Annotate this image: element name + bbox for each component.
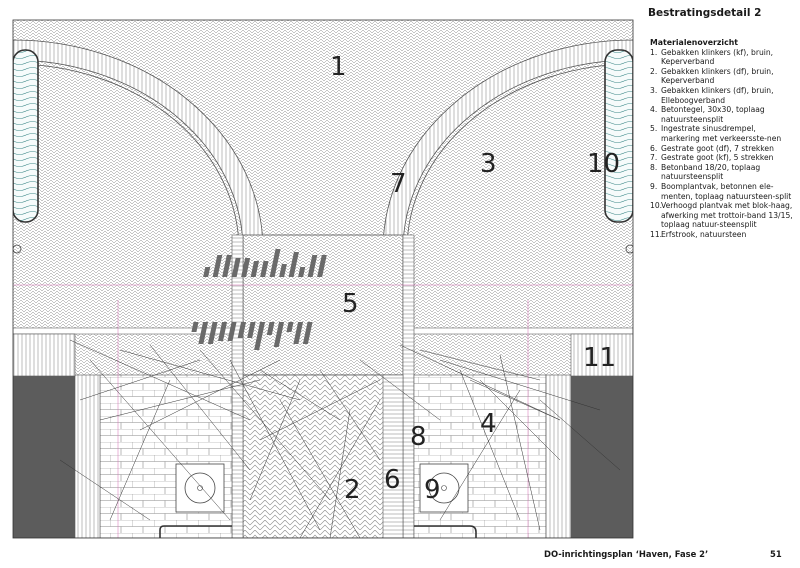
marker-stone <box>191 322 199 332</box>
marker-stone <box>317 255 327 277</box>
planter-left <box>13 49 39 223</box>
branch-line <box>359 359 441 421</box>
label-4: 4 <box>480 409 497 439</box>
legend-title: Materialenoverzicht <box>650 38 739 47</box>
label-11: 11 <box>583 343 616 373</box>
label-9: 9 <box>424 475 441 505</box>
branch-line <box>539 399 621 471</box>
marker-stone <box>247 322 256 338</box>
branch-line <box>279 399 361 538</box>
branch-line <box>419 349 541 381</box>
marker-stone <box>273 322 285 347</box>
branch-line <box>109 379 171 521</box>
marker-stone <box>302 322 313 344</box>
label-3: 3 <box>480 149 497 179</box>
label-7: 7 <box>390 169 407 199</box>
plan-area <box>13 20 633 538</box>
gutter-right <box>402 234 415 538</box>
legend-item: 1.Gebakken klinkers (kf), bruin, Keperve… <box>650 47 774 67</box>
branch-line <box>499 354 541 531</box>
marker-stone <box>266 322 275 335</box>
marker-stone <box>237 322 247 338</box>
marker-stone <box>269 249 281 277</box>
branch-line <box>229 359 321 531</box>
branch-line <box>319 369 381 461</box>
marker-stone <box>254 322 266 350</box>
marker-stone <box>241 258 251 277</box>
branch-line <box>89 359 231 521</box>
legend-item: 10.Verhoogd plantvak met blok-haag, afwe… <box>650 201 793 230</box>
legend-item: 9.Boomplantvak, betonnen ele-menten, top… <box>650 181 792 201</box>
erfstrook-right <box>570 333 633 377</box>
legend-item: 4.Betontegel, 30x30, toplaag natuursteen… <box>650 105 765 124</box>
marker-stone <box>298 267 306 277</box>
erfstrook-left <box>13 333 76 377</box>
marker-stone <box>260 261 269 277</box>
branch-line <box>99 379 261 421</box>
branch-line <box>79 359 201 401</box>
marker-stone <box>198 322 209 344</box>
page-title: Bestratingsdetail 2 <box>648 7 762 19</box>
area-labels: 1 2 3 4 5 6 7 8 9 10 11 <box>330 52 620 505</box>
branch-line <box>399 344 561 421</box>
legend-item: 11.Erfstrook, natuursteen <box>650 229 747 239</box>
label-8: 8 <box>410 422 427 452</box>
label-5: 5 <box>342 289 359 319</box>
legend-item: 3.Gebakken klinkers (df), bruin, Elleboo… <box>650 85 774 105</box>
marker-stone <box>250 261 260 277</box>
building-left <box>13 376 75 538</box>
materials-legend: Materialenoverzicht 1.Gebakken klinkers … <box>650 38 796 239</box>
footer-title: DO-inrichtingsplan ‘Haven, Fase 2’ <box>544 549 709 559</box>
marker-stone <box>203 267 211 277</box>
branch-line <box>149 344 251 471</box>
legend-item: 2.Gebakken klinkers (df), bruin, Keperve… <box>650 66 774 86</box>
branch-line <box>439 389 521 521</box>
speed-hump-markers <box>191 249 327 350</box>
marker-stone <box>218 322 228 341</box>
label-2: 2 <box>344 475 361 505</box>
legend-item: 5.Ingestrate sinusdrempel, markering met… <box>650 124 782 143</box>
legend-item: 8.Betonband 18/20, toplaag natuursteensp… <box>650 162 761 182</box>
marker-stone <box>286 322 294 332</box>
label-6: 6 <box>384 465 401 495</box>
legend-list: 1.Gebakken klinkers (kf), bruin, Keperve… <box>650 48 796 240</box>
branch-line <box>199 349 331 501</box>
branch-line <box>299 399 381 538</box>
branch-line <box>259 369 341 421</box>
branch-line <box>469 379 561 421</box>
branch-line <box>259 379 381 441</box>
marker-stone <box>288 252 299 277</box>
branch-line <box>139 359 281 431</box>
marker-stone <box>231 258 241 277</box>
marker-stone <box>212 255 223 277</box>
branch-line <box>119 349 301 401</box>
branch-line <box>69 339 251 421</box>
marker-stone <box>293 322 304 344</box>
marker-stone <box>227 322 237 341</box>
tiles-left <box>99 374 233 538</box>
branch-line <box>459 369 521 521</box>
legend-item: 7.Gestrate goot (kf), 5 strekken <box>650 153 774 163</box>
building-right <box>571 376 633 538</box>
branch-line <box>59 459 151 521</box>
marker-stone <box>279 264 287 277</box>
marker-stone <box>222 255 232 277</box>
label-10: 10 <box>587 149 620 179</box>
planter-right <box>604 49 633 223</box>
branch-line <box>249 379 301 501</box>
tiles-right <box>413 374 547 538</box>
legend-item: 6.Gestrate goot (df), 7 strekken <box>650 143 774 153</box>
page-number: 51 <box>770 549 782 559</box>
marker-stone <box>207 322 218 344</box>
marker-stone <box>307 255 318 277</box>
branch-line <box>439 359 601 411</box>
branch-line <box>329 409 351 538</box>
branch-line <box>479 379 561 461</box>
label-1: 1 <box>330 52 347 82</box>
tree-crown-lines <box>59 339 621 538</box>
